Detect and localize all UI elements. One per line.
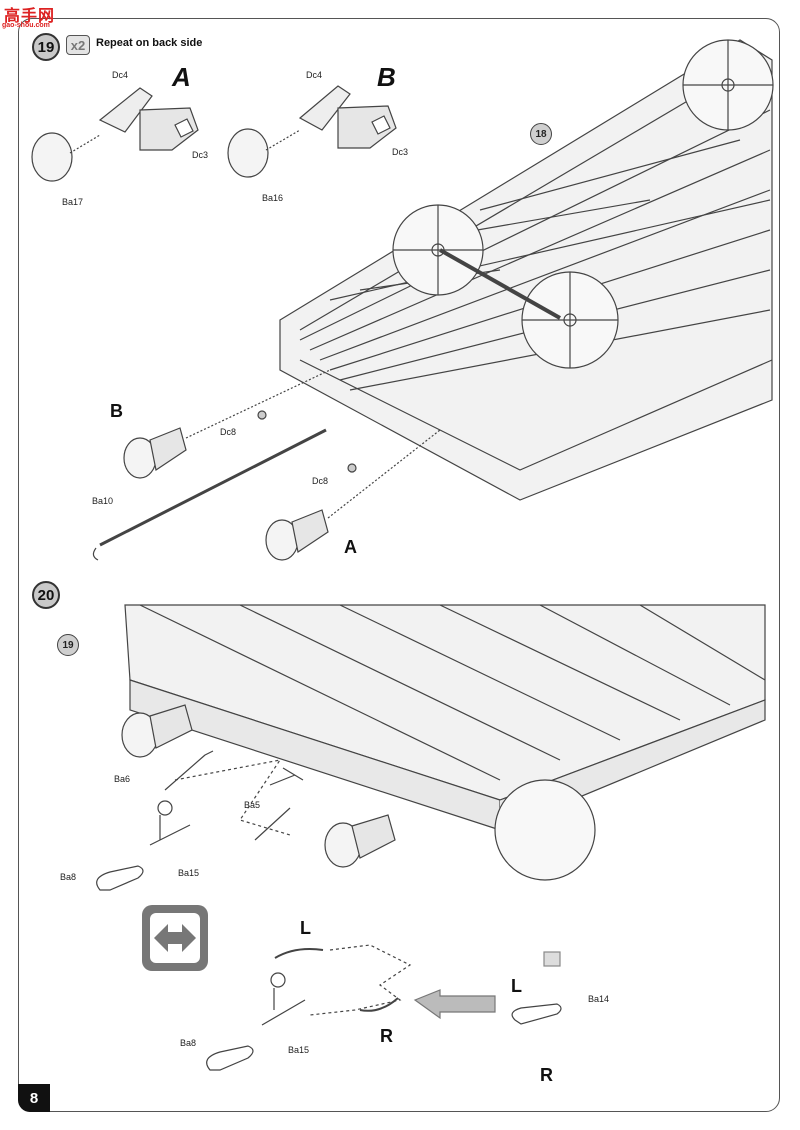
variant-b-letter: B <box>377 62 396 92</box>
label-dc3-a: Dc3 <box>192 150 209 160</box>
direction-icon-art <box>142 905 208 971</box>
label-dc4-b: Dc4 <box>306 70 323 80</box>
label-dc4-a: Dc4 <box>112 70 129 80</box>
watermark-subtitle: gao-shou.com <box>2 22 50 29</box>
label-dc8-bottom: Dc8 <box>312 476 329 486</box>
label-dc3-b: Dc3 <box>392 147 409 157</box>
watermark-logo: 高手网 gao-shou.com <box>0 0 66 32</box>
label-ba15: Ba15 <box>178 868 200 878</box>
step-20-number: 20 <box>32 581 60 609</box>
label-ba10: Ba10 <box>92 496 114 506</box>
sub-label-l-right: L <box>511 976 522 996</box>
step19-parts <box>92 369 441 561</box>
variant-a-letter: A <box>172 62 191 92</box>
label-ba6: Ba6 <box>114 774 131 784</box>
label-ba5: Ba5 <box>244 800 261 810</box>
label-ba8: Ba8 <box>60 872 77 882</box>
sub-label-r-mid: R <box>380 1026 393 1046</box>
repeat-multiplier-badge: x2 <box>66 35 90 55</box>
buffer-b-illustration <box>227 85 397 178</box>
step-19-number: 19 <box>32 33 60 61</box>
page-number: 8 <box>18 1084 50 1112</box>
sub-label-ba15: Ba15 <box>288 1045 310 1055</box>
sub-label-ba14: Ba14 <box>588 994 610 1004</box>
label-ba17: Ba17 <box>62 197 84 207</box>
reference-step-19: 19 <box>57 634 79 656</box>
wagon-top-illustration <box>121 604 766 881</box>
reference-step-18: 18 <box>530 123 552 145</box>
watermark-title: 高手网 <box>4 8 56 25</box>
label-ba16: Ba16 <box>262 193 284 203</box>
sub-label-ba8: Ba8 <box>180 1038 197 1048</box>
sub-label-r-bottom: R <box>540 1065 553 1085</box>
callout-a: A <box>344 537 357 557</box>
left-right-symmetry-icon <box>142 905 208 971</box>
step20-sub-parts <box>206 944 562 1071</box>
callout-b: B <box>110 401 123 421</box>
repeat-instruction: Repeat on back side <box>96 37 203 49</box>
buffer-a-illustration <box>31 87 199 182</box>
wagon-underside-illustration <box>279 39 774 501</box>
label-dc8-top: Dc8 <box>220 427 237 437</box>
page-frame <box>18 18 780 1112</box>
sub-label-l-top: L <box>300 918 311 938</box>
step20-coupling-parts <box>96 750 304 891</box>
